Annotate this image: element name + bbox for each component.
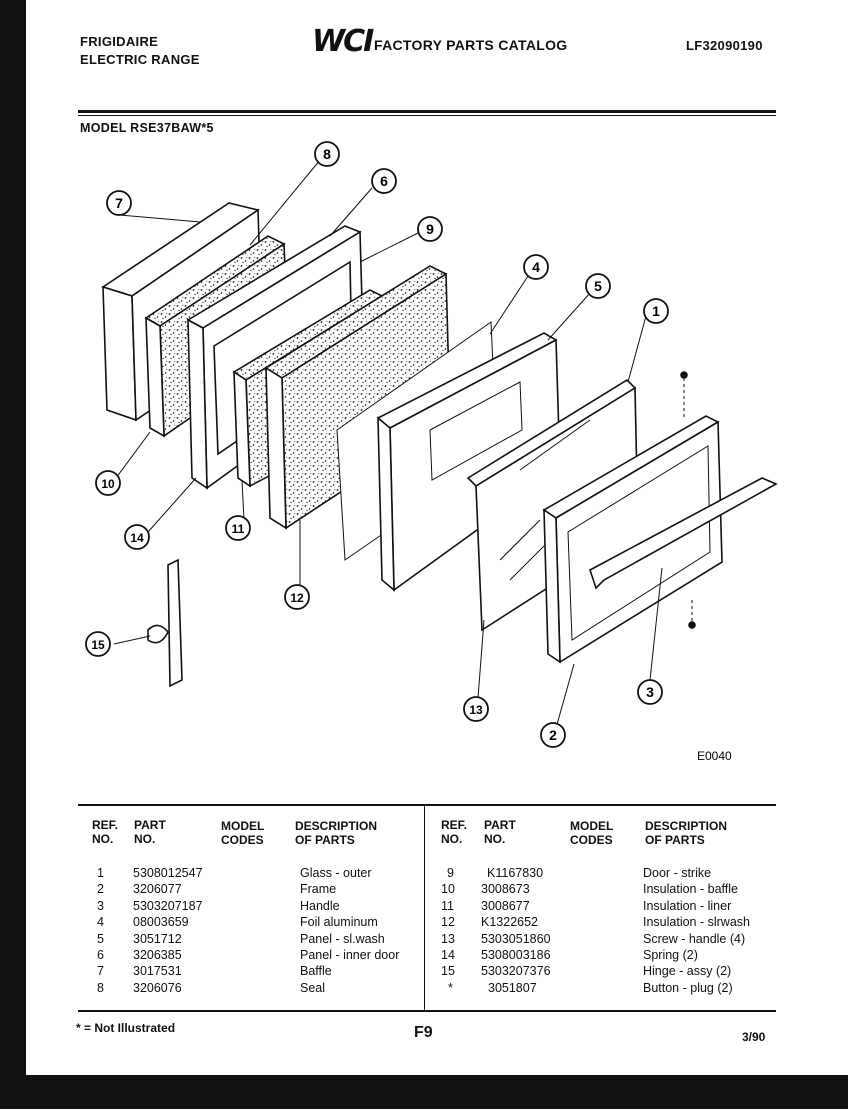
svg-text:9: 9 [426,221,434,237]
svg-text:10: 10 [101,477,115,491]
svg-text:5: 5 [594,278,602,294]
callout-5: 5 [585,273,611,299]
callout-7: 7 [106,190,132,216]
callout-10: 10 [95,470,121,496]
callout-1: 1 [643,298,669,324]
catalog-number: LF32090190 [686,38,763,53]
callout-6: 6 [371,168,397,194]
svg-text:7: 7 [115,195,123,211]
brand-line-2: ELECTRIC RANGE [80,52,200,67]
svg-text:4: 4 [532,259,540,275]
header-rule [78,110,776,113]
catalog-title: FACTORY PARTS CATALOG [374,37,568,53]
svg-text:15: 15 [91,638,105,652]
svg-text:8: 8 [323,146,331,162]
table-divider [424,806,425,1010]
callout-2: 2 [540,722,566,748]
svg-text:2: 2 [549,727,557,743]
callout-15: 15 [85,631,111,657]
scan-edge-bottom [0,1075,848,1109]
wci-logo: WCI [312,24,374,59]
ref-header-right: REF.NO. [441,818,468,846]
callout-13: 13 [463,696,489,722]
callout-14: 14 [124,524,150,550]
diagram-code: E0040 [697,749,732,763]
model-label: MODEL RSE37BAW*5 [80,121,214,135]
callout-12: 12 [284,584,310,610]
callout-3: 3 [637,679,663,705]
page-number: F9 [414,1024,433,1041]
svg-text:12: 12 [290,591,304,605]
brand-line-1: FRIGIDAIRE [80,34,159,49]
svg-text:3: 3 [646,684,654,700]
svg-text:13: 13 [469,703,483,717]
callout-11: 11 [225,515,251,541]
svg-text:14: 14 [130,531,144,545]
scan-edge-left [0,0,26,1109]
header-rule-thin [78,115,776,116]
callout-4: 4 [523,254,549,280]
table-bottom-rule [78,1010,776,1012]
callout-8: 8 [314,141,340,167]
table-top-rule [78,804,776,806]
not-illustrated-note: * = Not Illustrated [76,1021,176,1035]
callout-9: 9 [417,216,443,242]
svg-text:1: 1 [652,303,660,319]
svg-text:11: 11 [232,522,245,536]
ref-header-left: REF.NO. [92,818,119,846]
svg-text:6: 6 [380,173,388,189]
revision-date: 3/90 [742,1030,766,1044]
